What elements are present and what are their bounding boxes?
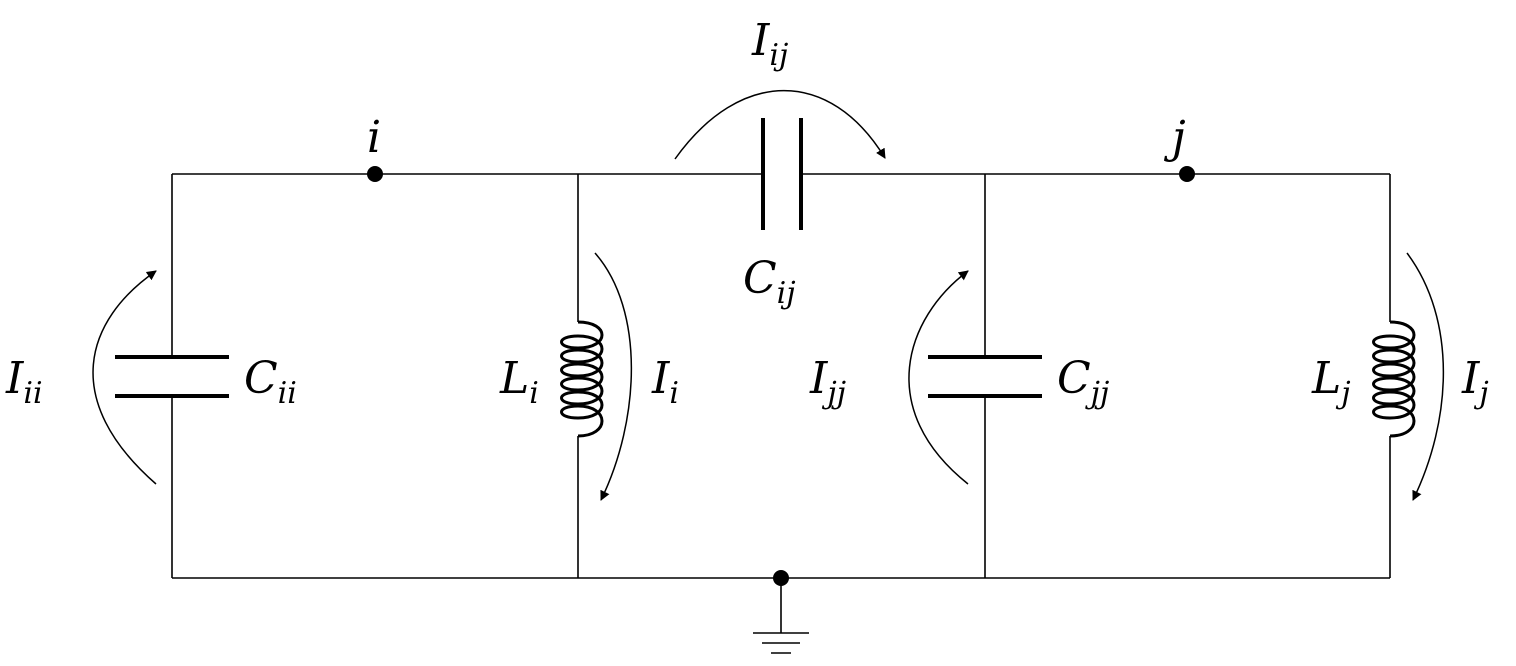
label-i-jj: Ijj [809,353,846,411]
label-l-i: Li [499,353,539,411]
current-arrow-i-i [594,252,633,501]
capacitor-c-ij [761,118,803,230]
inductor-l-j-coil [1372,320,1416,438]
branch-l-i [560,174,604,578]
node-label-j: j [1163,112,1186,163]
label-i-ii: Iii [5,353,43,411]
node-j-dot [1179,166,1195,182]
label-c-ii: Cii [244,353,297,411]
inductor-l-i-coil [560,320,604,438]
branch-l-j [1372,174,1416,578]
ground-junction-dot [773,570,789,586]
node-i-dot [367,166,383,182]
branch-c-jj [928,174,1042,578]
label-i-j: Ij [1461,353,1489,411]
branch-c-ii [115,174,229,578]
current-arrow-i-ij [674,89,886,160]
current-arrow-i-ii [92,270,157,485]
label-c-ij: Cij [743,253,796,311]
ground-symbol [753,578,809,654]
label-l-j: Lj [1311,353,1351,411]
label-i-ij: Iij [751,15,788,73]
label-c-jj: Cjj [1057,353,1109,411]
current-arrow-i-j [1406,252,1445,501]
node-label-i: i [367,112,381,163]
current-arrow-i-jj [908,270,969,485]
label-i-i: Ii [651,353,679,411]
